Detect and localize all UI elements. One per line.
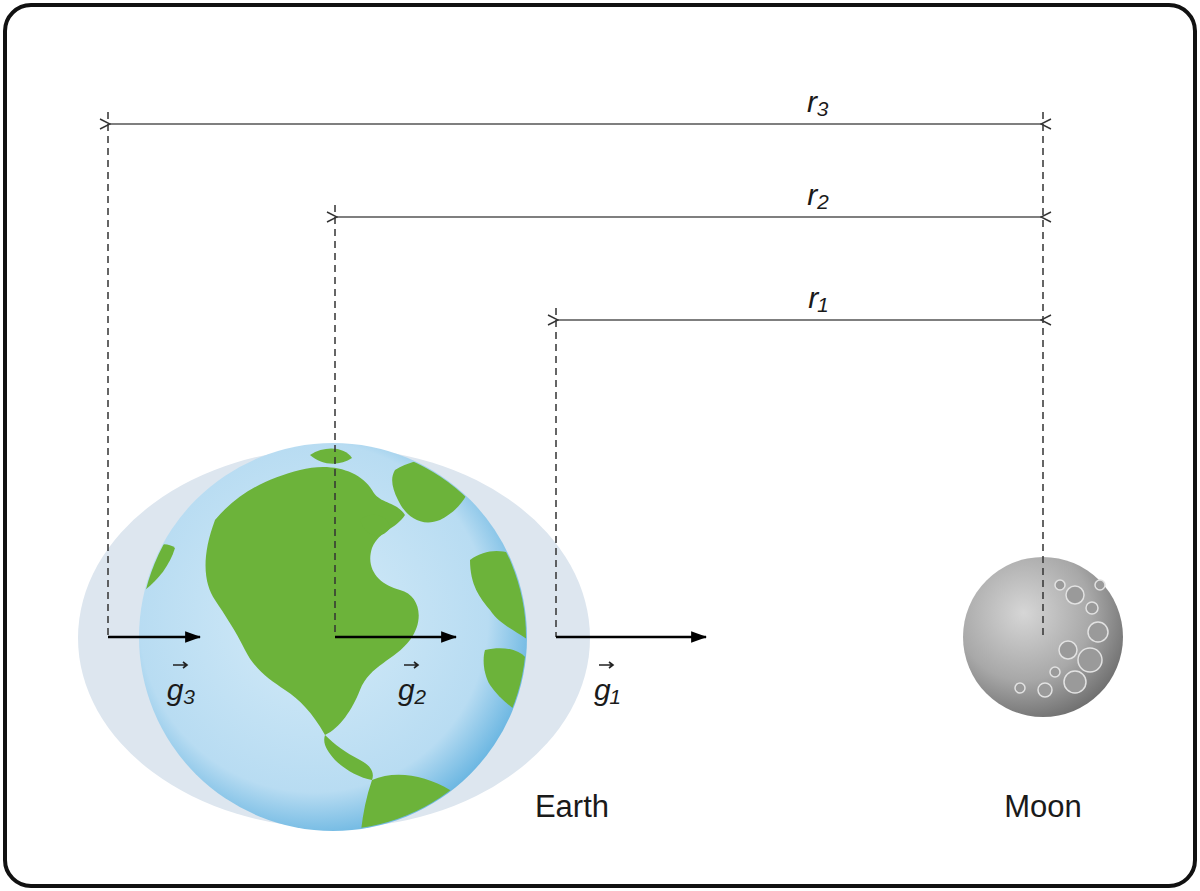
extension-lines bbox=[108, 112, 1043, 637]
field-label: g₃ bbox=[167, 675, 196, 705]
field-vectors bbox=[108, 636, 706, 639]
distance-label: r₃ bbox=[807, 87, 829, 117]
body-name: Moon bbox=[1004, 791, 1082, 822]
body-name: Earth bbox=[535, 791, 609, 822]
distance-label: r₂ bbox=[807, 180, 828, 210]
field-label: g₂ bbox=[398, 675, 426, 705]
distance-label: r₁ bbox=[808, 283, 827, 313]
dimension-lines bbox=[110, 124, 1041, 320]
field-label: g₁ bbox=[594, 675, 620, 705]
earth-globe bbox=[139, 443, 530, 840]
vector-marks bbox=[173, 662, 613, 668]
frame bbox=[5, 5, 1195, 886]
